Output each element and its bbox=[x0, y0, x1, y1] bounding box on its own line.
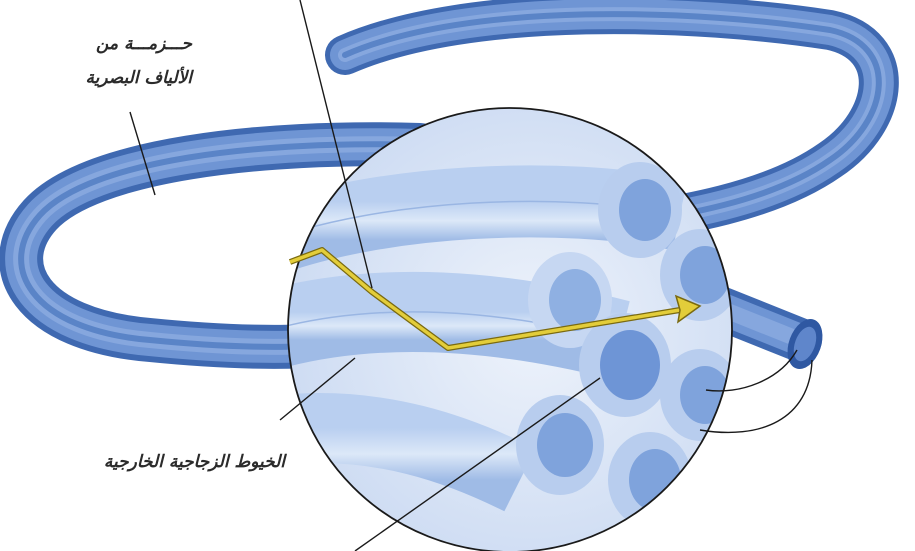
label-fiber-bundle-line2: الألياف البصرية bbox=[86, 68, 192, 88]
fiber-end-5 bbox=[516, 395, 604, 495]
fiber-end-4 bbox=[660, 349, 740, 441]
fiber-end-6 bbox=[608, 432, 692, 528]
fiber-end-center bbox=[579, 313, 671, 417]
label-outer-glass-strands: الخيوط الزجاجية الخارجية bbox=[104, 452, 285, 472]
magnified-view bbox=[270, 108, 740, 551]
fiber-end-2 bbox=[660, 229, 740, 321]
label-fiber-bundle-line1: حـــزمـــة من bbox=[96, 34, 192, 54]
